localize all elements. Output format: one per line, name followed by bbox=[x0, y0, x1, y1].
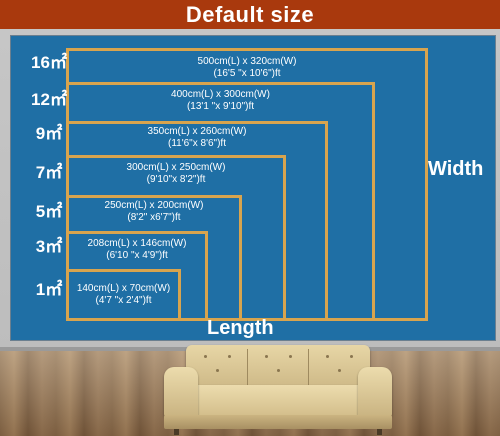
sofa-tuft bbox=[277, 369, 280, 372]
area-label-5: 5㎡ bbox=[35, 202, 63, 221]
sofa-right-arm bbox=[358, 367, 392, 417]
sofa-tuft bbox=[338, 369, 341, 372]
sofa-tuft bbox=[350, 355, 353, 358]
area-label-7: 7㎡ bbox=[35, 163, 63, 182]
sofa-illustration bbox=[160, 345, 396, 436]
sofa-tuft bbox=[216, 369, 219, 372]
sofa-tuft bbox=[326, 355, 329, 358]
sofa-tuft bbox=[289, 355, 292, 358]
size-1-dimensions: 140cm(L) x 70cm(W) bbox=[76, 283, 171, 294]
size-box-3-label: 208cm(L) x 146cm(W) (6'10 "x 4'9")ft bbox=[69, 238, 205, 262]
title-text: Default size bbox=[185, 2, 315, 27]
size-16-dimensions: 500cm(L) x 320cm(W) bbox=[197, 56, 297, 67]
mural-panel: 500cm(L) x 320cm(W) (16'5 "x 10'6")ft 40… bbox=[10, 35, 496, 341]
size-7-feet: (9'10"x 8'2")ft bbox=[146, 174, 206, 185]
size-7-dimensions: 300cm(L) x 250cm(W) bbox=[126, 162, 226, 173]
size-3-feet: (6'10 "x 4'9")ft bbox=[106, 250, 168, 261]
sofa-seam bbox=[247, 349, 248, 387]
sofa-backrest bbox=[186, 345, 370, 389]
size-box-1: 140cm(L) x 70cm(W) (4'7 "x 2'4")ft bbox=[66, 269, 181, 321]
size-1-feet: (4'7 "x 2'4")ft bbox=[95, 295, 152, 306]
size-box-16-label: 500cm(L) x 320cm(W) (16'5 "x 10'6")ft bbox=[69, 56, 425, 80]
size-3-dimensions: 208cm(L) x 146cm(W) bbox=[87, 238, 187, 249]
size-9-dimensions: 350cm(L) x 260cm(W) bbox=[147, 126, 247, 137]
sofa-seam bbox=[308, 349, 309, 387]
size-16-feet: (16'5 "x 10'6")ft bbox=[213, 68, 281, 79]
area-label-3: 3㎡ bbox=[35, 237, 63, 256]
width-label: Width bbox=[428, 158, 484, 180]
size-5-dimensions: 250cm(L) x 200cm(W) bbox=[104, 200, 204, 211]
sofa-leg bbox=[174, 429, 179, 435]
size-box-9-label: 350cm(L) x 260cm(W) (11'6"x 8'6")ft bbox=[69, 126, 325, 150]
size-9-feet: (11'6"x 8'6")ft bbox=[168, 138, 226, 149]
size-box-5-label: 250cm(L) x 200cm(W) (8'2" x6'7")ft bbox=[69, 200, 239, 224]
size-12-dimensions: 400cm(L) x 300cm(W) bbox=[171, 89, 270, 100]
length-label: Length bbox=[207, 317, 274, 339]
size-box-7-label: 300cm(L) x 250cm(W) (9'10"x 8'2")ft bbox=[69, 162, 283, 186]
sofa-left-arm bbox=[164, 367, 198, 417]
sofa-base bbox=[164, 415, 392, 429]
area-label-12: 12㎡ bbox=[31, 90, 67, 109]
size-box-12-label: 400cm(L) x 300cm(W) (13'1 "x 9'10")ft bbox=[69, 89, 372, 113]
title-banner: Default size bbox=[0, 0, 500, 29]
size-5-feet: (8'2" x6'7")ft bbox=[127, 212, 181, 223]
area-label-16: 16㎡ bbox=[31, 53, 67, 72]
sofa-tuft bbox=[204, 355, 207, 358]
sofa-tuft bbox=[265, 355, 268, 358]
size-box-1-label: 140cm(L) x 70cm(W) (4'7 "x 2'4")ft bbox=[69, 283, 178, 307]
sofa-seat bbox=[186, 385, 370, 415]
sofa-tuft bbox=[228, 355, 231, 358]
area-label-1: 1㎡ bbox=[35, 280, 63, 299]
area-label-9: 9㎡ bbox=[35, 124, 63, 143]
size-12-feet: (13'1 "x 9'10")ft bbox=[186, 101, 255, 112]
sofa-leg bbox=[377, 429, 382, 435]
